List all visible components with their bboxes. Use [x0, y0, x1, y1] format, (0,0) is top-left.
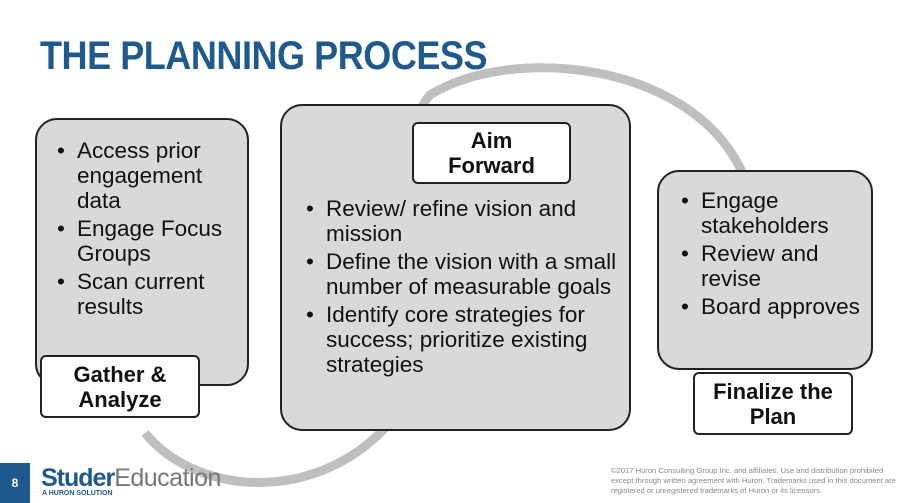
bullet: Access prior engagement data [53, 138, 239, 213]
step-finalize-label: Finalize the Plan [693, 372, 853, 435]
bullet: Engage stakeholders [677, 188, 863, 238]
bullet: Review/ refine vision and mission [302, 196, 617, 246]
copyright-notice: ©2017 Huron Consulting Group Inc. and af… [611, 466, 896, 495]
bullet: Identify core strategies for success; pr… [302, 302, 617, 377]
step-gather-box: Access prior engagement data Engage Focu… [35, 118, 249, 386]
bullet: Board approves [677, 294, 863, 319]
bullet: Engage Focus Groups [53, 216, 239, 266]
bullet: Define the vision with a small number of… [302, 249, 617, 299]
page-number: 8 [0, 463, 30, 503]
bullet: Scan current results [53, 269, 239, 319]
page-title: THE PLANNING PROCESS [40, 34, 488, 78]
step-aim-label: Aim Forward [412, 122, 571, 184]
step-finalize-box: Engage stakeholders Review and revise Bo… [657, 170, 873, 370]
step-gather-label: Gather & Analyze [40, 355, 200, 418]
studer-logo: StuderEducation A HURON SOLUTION [41, 464, 221, 497]
logo-tagline: A HURON SOLUTION [42, 490, 113, 497]
bullet: Review and revise [677, 241, 863, 291]
